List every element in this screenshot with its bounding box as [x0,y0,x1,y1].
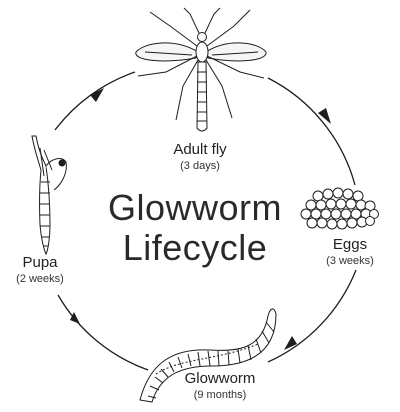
eggs-icon [300,187,379,230]
stage-duration-eggs: (3 weeks) [326,255,374,267]
stage-label-glowworm: Glowworm [184,370,256,387]
stage-label-adult: Adult fly [173,141,227,158]
arrow-adult-to-eggs [318,108,331,124]
arc-eggs-to-larva [267,269,357,363]
stage-label-pupa: Pupa [22,254,58,271]
stage-duration-adult: (3 days) [180,160,220,172]
cycle-arrows [70,88,331,350]
arc-adult-to-eggs [267,77,356,186]
stage-duration-pupa: (2 weeks) [16,273,64,285]
arc-larva-to-pupa [57,294,149,371]
cycle-arcs [54,71,357,371]
arrow-eggs-to-larva [284,336,297,350]
arrow-pupa-to-adult [90,88,104,102]
glowworm-larva-icon [139,308,277,403]
arc-pupa-to-adult [54,71,136,131]
arrow-larva-to-pupa [70,312,80,324]
pupa-icon [31,135,67,256]
adult-fly-icon [135,7,267,132]
diagram-title-line-1: Glowworm [107,187,282,228]
stage-duration-glowworm: (9 months) [193,389,247,401]
diagram-title-line-2: Lifecycle [122,227,268,268]
stage-label-eggs: Eggs [332,236,368,253]
